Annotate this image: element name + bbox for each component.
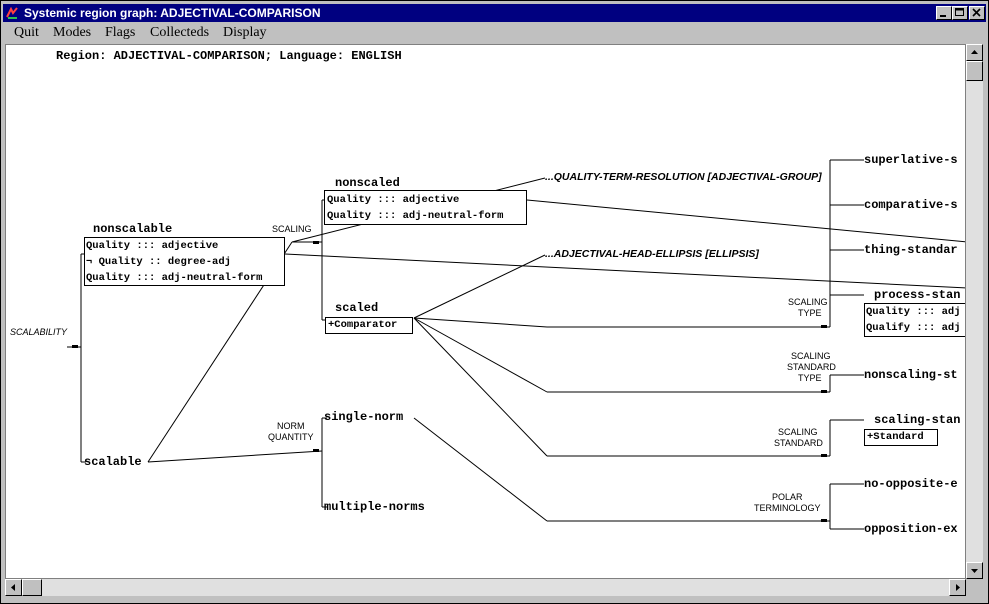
- horizontal-scrollbar[interactable]: [5, 579, 966, 596]
- system-scaling-standard-type-1: SCALING: [791, 351, 831, 361]
- feature-nonscaling-standard[interactable]: nonscaling-st: [864, 368, 958, 382]
- menu-quit[interactable]: Quit: [14, 25, 39, 40]
- scrollbar-corner: [966, 579, 983, 596]
- realization-scaled-1: +Comparator: [328, 319, 398, 331]
- realization-nonscaled-1: Quality ::: adjective: [327, 194, 460, 206]
- feature-nonscaled[interactable]: nonscaled: [335, 176, 400, 190]
- realization-nonscalable-1: Quality ::: adjective: [86, 240, 219, 252]
- realization-nonscalable-2: ¬ Quality :: degree-adj: [86, 256, 231, 268]
- scroll-up-button[interactable]: [966, 44, 983, 61]
- horizontal-scroll-thumb[interactable]: [22, 579, 42, 596]
- system-norm-quantity-2: QUANTITY: [268, 432, 314, 442]
- feature-nonscalable[interactable]: nonscalable: [93, 222, 173, 236]
- system-polar-2: TERMINOLOGY: [754, 503, 821, 513]
- graph-canvas[interactable]: Region: ADJECTIVAL-COMPARISON; Language:…: [5, 44, 966, 579]
- feature-process-standard[interactable]: process-stan: [874, 288, 961, 302]
- graph-lines: [67, 159, 965, 530]
- feature-scalable[interactable]: scalable: [84, 455, 142, 469]
- region-header: Region: ADJECTIVAL-COMPARISON; Language:…: [56, 49, 402, 63]
- arrow-down-icon: [971, 569, 978, 573]
- close-icon: [972, 8, 981, 17]
- menu-bar: Quit Modes Flags Collecteds Display: [3, 23, 986, 43]
- system-scaling-standard-1: SCALING: [778, 427, 818, 437]
- scroll-left-button[interactable]: [5, 579, 22, 596]
- system-scaling-type-1: SCALING: [788, 297, 828, 307]
- maximize-icon: [955, 8, 964, 16]
- realization-nonscalable-3: Quality ::: adj-neutral-form: [86, 272, 263, 284]
- vertical-scrollbar[interactable]: [966, 44, 983, 579]
- reference-quality-term[interactable]: ...QUALITY-TERM-RESOLUTION [ADJECTIVAL-G…: [545, 171, 822, 183]
- app-icon: [6, 7, 19, 19]
- menu-flags[interactable]: Flags: [105, 25, 136, 40]
- system-scaling: SCALING: [272, 224, 312, 234]
- system-scalability: SCALABILITY: [10, 327, 68, 337]
- reference-head-ellipsis[interactable]: ...ADJECTIVAL-HEAD-ELLIPSIS [ELLIPSIS]: [545, 248, 759, 260]
- minimize-icon: [940, 15, 946, 17]
- feature-single-norm[interactable]: single-norm: [324, 410, 404, 424]
- feature-thing-standard[interactable]: thing-standar: [864, 243, 958, 257]
- entry-markers: [72, 241, 827, 522]
- feature-opposition[interactable]: opposition-ex: [864, 522, 958, 536]
- minimize-button[interactable]: [936, 6, 952, 20]
- menu-modes[interactable]: Modes: [53, 25, 92, 40]
- feature-scaled[interactable]: scaled: [335, 301, 379, 315]
- maximize-button[interactable]: [952, 6, 968, 20]
- arrow-right-icon: [956, 584, 960, 591]
- realization-process-2: Qualify ::: adj: [866, 322, 961, 334]
- realization-scaling-standard-1: +Standard: [867, 431, 924, 443]
- scroll-right-button[interactable]: [949, 579, 966, 596]
- arrow-up-icon: [971, 50, 978, 54]
- realization-boxes: [84, 190, 965, 446]
- system-polar-1: POLAR: [772, 492, 803, 502]
- systemic-graph: [67, 159, 965, 530]
- system-scaling-standard-type-3: TYPE: [798, 373, 822, 383]
- feature-no-opposite[interactable]: no-opposite-e: [864, 477, 958, 491]
- scroll-down-button[interactable]: [966, 562, 983, 579]
- feature-comparative[interactable]: comparative-s: [864, 198, 958, 212]
- menu-display[interactable]: Display: [223, 25, 267, 40]
- system-scaling-standard-2: STANDARD: [774, 438, 823, 448]
- system-scaling-standard-type-2: STANDARD: [787, 362, 836, 372]
- title-bar[interactable]: Systemic region graph: ADJECTIVAL-COMPAR…: [3, 4, 986, 22]
- realization-process-1: Quality ::: adj: [866, 306, 961, 318]
- realization-nonscaled-2: Quality ::: adj-neutral-form: [327, 210, 504, 222]
- vertical-scroll-thumb[interactable]: [966, 61, 983, 81]
- system-norm-quantity-1: NORM: [277, 421, 305, 431]
- feature-scaling-standard[interactable]: scaling-stan: [874, 413, 961, 427]
- feature-multiple-norms[interactable]: multiple-norms: [324, 500, 425, 514]
- system-scaling-type-2: TYPE: [798, 308, 822, 318]
- feature-superlative[interactable]: superlative-s: [864, 153, 958, 167]
- close-button[interactable]: [969, 6, 985, 20]
- arrow-left-icon: [11, 584, 15, 591]
- window-title: Systemic region graph: ADJECTIVAL-COMPAR…: [24, 6, 321, 20]
- menu-collecteds[interactable]: Collecteds: [150, 25, 210, 40]
